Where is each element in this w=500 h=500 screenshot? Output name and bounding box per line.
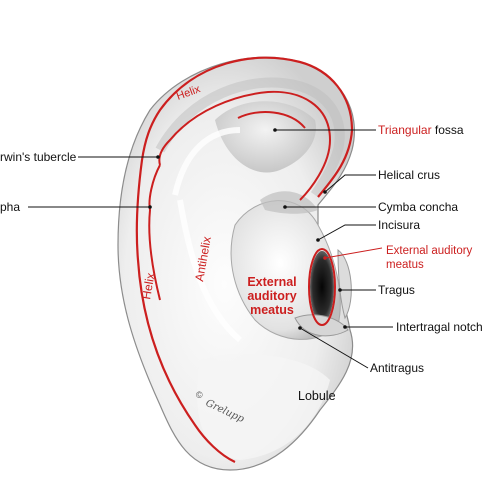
leader-antitragus	[299, 327, 369, 369]
label-intertragal-notch: Intertragal notch	[396, 320, 483, 334]
label-eam-right-1: External auditory	[386, 245, 473, 257]
label-lobule: Lobule	[298, 389, 336, 403]
dot-scapha	[148, 205, 152, 209]
leader-eam-right	[324, 247, 383, 259]
leader-dots	[148, 128, 347, 330]
triangular-fossa-shape	[215, 101, 316, 173]
antihelix-red-outline	[158, 90, 332, 201]
leader-helical-crus	[324, 174, 376, 193]
label-eam-center-2: auditory	[247, 289, 296, 303]
leader-incisura	[317, 224, 376, 241]
label-triangular-fossa: Triangular fossa	[378, 123, 464, 137]
label-tragus: Tragus	[378, 283, 415, 297]
label-cymba-concha: Cymba concha	[378, 200, 458, 214]
dot-helical-crus	[323, 190, 327, 194]
helix-rim-shade	[155, 77, 345, 198]
dot-incisura	[316, 238, 320, 242]
label-helical-crus: Helical crus	[378, 168, 440, 182]
tragus-shape	[337, 249, 352, 320]
lobule-shape	[196, 354, 330, 460]
dot-antitragus	[298, 326, 302, 330]
label-eam-center-3: meatus	[250, 303, 294, 317]
label-darwins-tubercle: rwin's tubercle	[0, 150, 77, 164]
dot-darwins	[156, 155, 160, 159]
dot-eam	[323, 256, 327, 260]
label-helix-side: Helix	[139, 272, 157, 301]
scapha-red-outline	[148, 164, 161, 301]
label-triangular-black: fossa	[432, 123, 464, 137]
label-incisura: Incisura	[378, 218, 420, 232]
dot-intertragal	[343, 325, 347, 329]
leader-lines	[28, 129, 393, 369]
label-eam-right-2: meatus	[386, 259, 424, 271]
label-copyright: ©	[196, 390, 203, 400]
label-scapha: pha	[0, 200, 20, 214]
dot-tragus	[338, 288, 342, 292]
helix-red-outline	[135, 56, 354, 463]
antihelix-crest	[172, 127, 242, 343]
label-triangular-red: Triangular	[378, 123, 432, 137]
dot-triangular	[273, 128, 277, 132]
label-antitragus: Antitragus	[370, 361, 424, 375]
label-eam-center-1: External	[247, 275, 296, 289]
ear-canal	[310, 251, 334, 323]
triangular-fossa-red	[237, 111, 306, 129]
ear-canal-red	[308, 248, 336, 326]
dot-cymba	[283, 205, 287, 209]
